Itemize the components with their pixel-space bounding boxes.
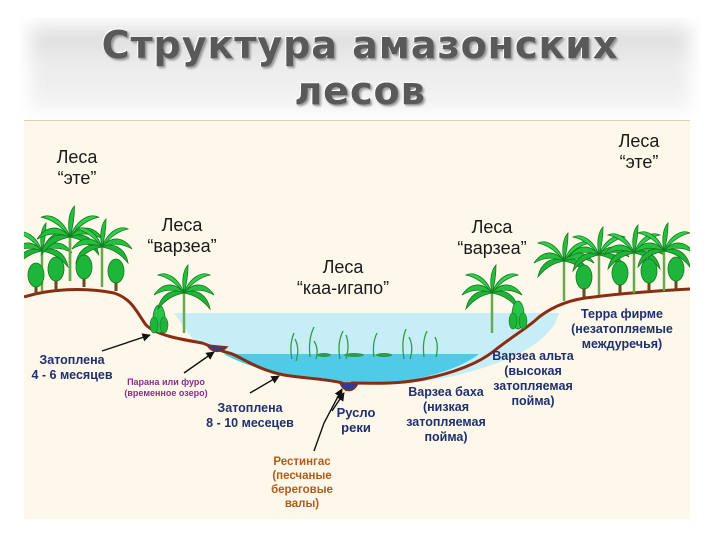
label-varzea-alta: Варзеа альта (высокая затопляемая пойма): [492, 349, 574, 408]
label-flooded-8-10-months: Затоплена 8 - 10 месецев: [206, 401, 294, 430]
label-parana-temporary-lake: Парана или фуро (временное озеро): [124, 377, 208, 398]
ete-forest-left: [24, 204, 134, 296]
aquatic-plants: [290, 326, 438, 362]
aquatic-leaves: [317, 353, 392, 357]
label-varzea-forest-right: Леса “варзеа”: [457, 217, 527, 258]
label-ete-forest-right: Леса “эте”: [618, 131, 660, 172]
leader-arrows: [101, 333, 345, 452]
temporary-lake-pit: [205, 344, 229, 353]
title-line-2: лесов: [294, 69, 426, 113]
low-water-level: [224, 354, 479, 385]
floodplain-cross-section: [24, 204, 690, 452]
ground-profile: [24, 287, 690, 392]
title-band: [20, 18, 700, 122]
label-varzea-forest-left: Леса “варзеа”: [147, 215, 217, 256]
label-kaa-igapo-forest: Леса “каа-игапо”: [296, 257, 390, 298]
river-channel: [338, 382, 360, 392]
diagram-panel: Леса “эте” Леса “эте” Леса “варзеа” Леса…: [24, 120, 690, 519]
label-river-bed: Русло реки: [336, 405, 376, 435]
label-ete-forest-left: Леса “эте”: [56, 147, 98, 188]
label-flooded-4-6-months: Затоплена 4 - 6 месяцев: [31, 353, 113, 382]
title-line-1: Структура амазонских: [101, 23, 619, 67]
label-restingas: Рестингас (песчаные береговые валы): [271, 456, 333, 510]
page-title: Структура амазонских лесов: [0, 22, 720, 114]
label-terra-firme: Терра фирме (незатопляемые междуречья): [571, 307, 673, 351]
label-varzea-baja: Варзеа баха (низкая затопляемая пойма): [406, 385, 486, 444]
